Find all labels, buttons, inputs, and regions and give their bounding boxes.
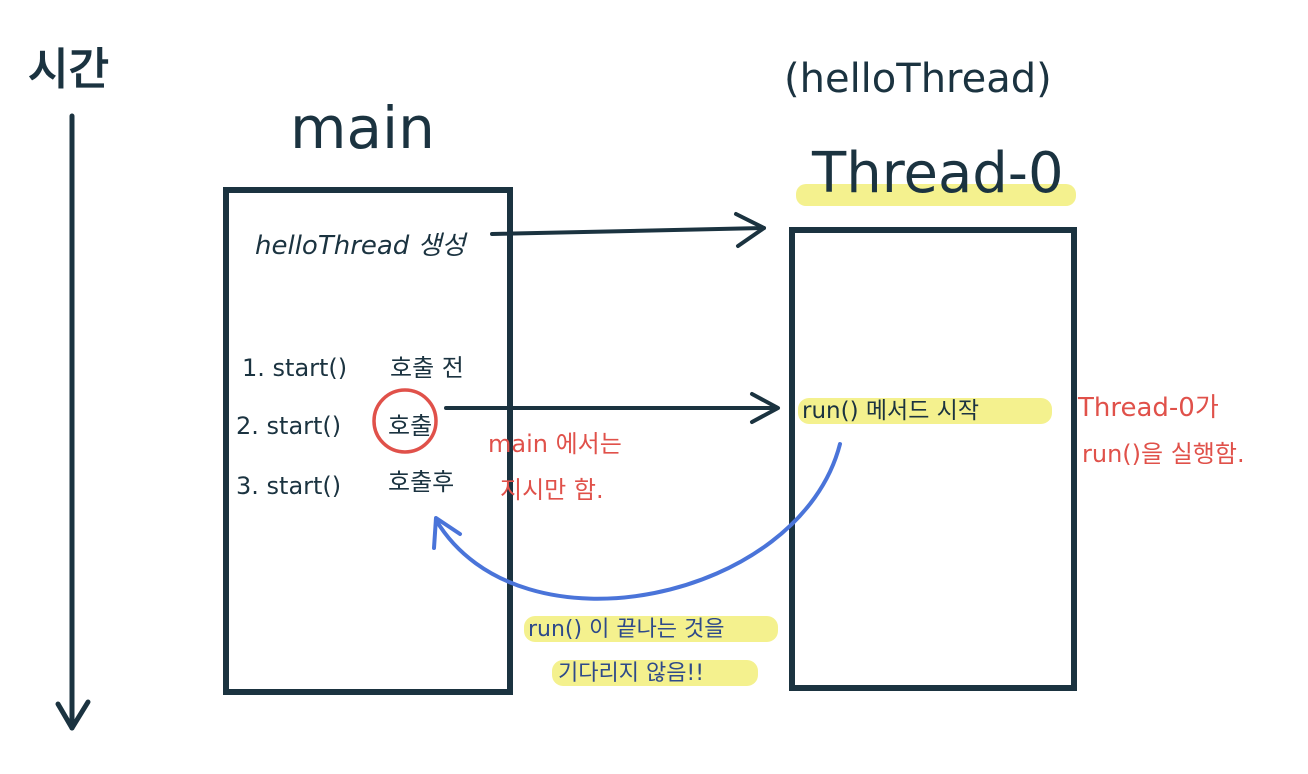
- create-hello-thread-step: helloThread 생성: [255, 231, 468, 261]
- thread-name-highlight: [796, 184, 1076, 206]
- return-without-waiting-arrow: [432, 442, 842, 601]
- note-main-instructs-line-1: main 에서는: [488, 430, 622, 458]
- note-thread0-runs-line-2: run()을 실행함.: [1082, 440, 1245, 468]
- worker-thread-title: Thread-0: [811, 141, 1064, 206]
- worker-thread-box: [789, 227, 1077, 691]
- time-axis-label: 시간: [28, 44, 109, 95]
- step-1-call-before: 호출 전: [390, 354, 464, 382]
- step-1-prefix: 1. start(): [242, 354, 347, 382]
- main-thread-title: main: [290, 94, 435, 162]
- run-start-highlight: [798, 398, 1052, 424]
- worker-thread-variable-name: (helloThread): [784, 56, 1052, 102]
- create-arrow: [490, 212, 766, 248]
- step-2-call: 호출: [388, 412, 432, 440]
- note-no-wait-line-1: run() 이 끝나는 것을: [528, 617, 725, 642]
- step-3-prefix: 3. start(): [236, 472, 341, 500]
- step-3-call-after: 호출후: [388, 468, 454, 496]
- note-thread0-runs-line-1: Thread-0가: [1077, 393, 1219, 423]
- call-highlight-circle: [372, 388, 438, 454]
- time-axis-arrow: [55, 113, 91, 731]
- run-method-start: run() 메서드 시작: [802, 398, 979, 424]
- note-main-instructs-line-2: 지시만 함.: [500, 476, 604, 504]
- main-thread-box: [223, 187, 513, 695]
- no-wait-highlight-2: [552, 660, 758, 686]
- step-2-prefix: 2. start(): [236, 412, 341, 440]
- no-wait-highlight-1: [524, 616, 778, 642]
- note-no-wait-line-2: 기다리지 않음!!: [558, 661, 704, 686]
- start-call-arrow: [444, 392, 780, 424]
